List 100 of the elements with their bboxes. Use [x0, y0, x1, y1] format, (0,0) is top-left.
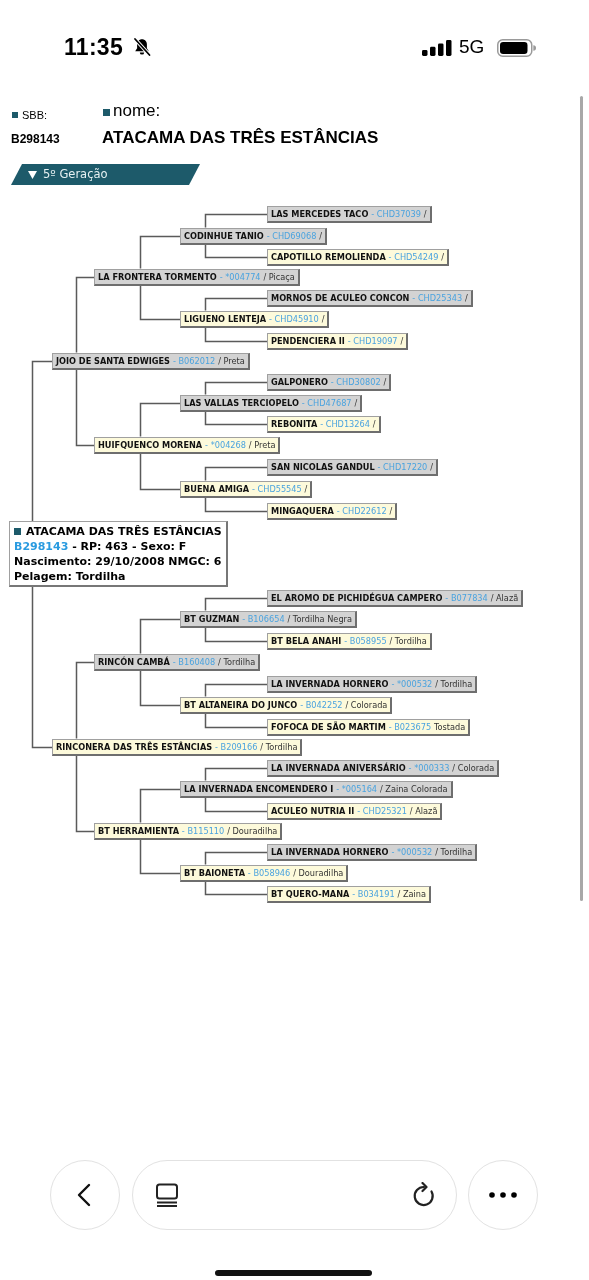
horse-info-card [9, 521, 228, 587]
coat-text: / Douradilha [293, 866, 344, 880]
coat-text: / [423, 207, 427, 221]
coat-text: / Alazã [490, 591, 519, 605]
ancestor-card [267, 802, 443, 820]
registration-link: - CHD13264 [320, 417, 370, 431]
horse-name: LAS MERCEDES TACO [271, 207, 369, 221]
registration-link: - CHD47687 [301, 396, 352, 410]
coat-text: Tostada [433, 720, 466, 734]
coat-text: / Tordilha Negra [287, 612, 352, 626]
connector-line [75, 276, 95, 354]
horse-name: BT BELA ANAHI [271, 634, 342, 648]
registration-number: B298143 [11, 131, 60, 147]
connector-line [75, 661, 95, 740]
horse-name: REBONITA [271, 417, 318, 431]
connector-line [31, 586, 53, 749]
coat-text: / Zaina Colorada [379, 782, 448, 796]
connector-line [75, 368, 95, 447]
ancestor-card [180, 310, 330, 328]
ancestor-card [52, 352, 250, 370]
registration-link: - CHD37039 [371, 207, 421, 221]
connector-line [204, 213, 268, 229]
connector-line [139, 838, 181, 875]
registration-link: - B115110 [181, 824, 225, 838]
connector-line [139, 788, 181, 824]
coat-text: / Tordilha [435, 677, 473, 691]
registration-link: - CHD17220 [377, 460, 428, 474]
ancestor-card [52, 738, 303, 756]
registration-link: - B062012 [172, 354, 216, 368]
ancestor-card [94, 822, 283, 840]
coat-text: / [441, 250, 444, 264]
registration-link: - *000333 [408, 761, 450, 775]
connector-line [75, 754, 95, 833]
connector-line [204, 683, 268, 698]
ancestor-card [267, 675, 478, 693]
ancestor-card [267, 248, 449, 266]
registration-link: B298143 [14, 539, 69, 554]
registration-link: - *004774 [219, 270, 261, 284]
coat-text: / [354, 396, 358, 410]
registration-link: - *000532 [391, 677, 433, 691]
horse-name: ACULEO NUTRIA II [271, 804, 355, 818]
horse-name: HUIFQUENCO MORENA [98, 438, 203, 452]
connector-line [139, 452, 181, 491]
field-label: SBB: [22, 108, 48, 122]
coat-text: / [464, 291, 468, 305]
coat-text: / [304, 482, 308, 496]
connector-line [204, 712, 268, 729]
horse-name: LAS VALLAS TERCIOPELO [184, 396, 299, 410]
horse-name: BT ALTANEIRA DO JUNCO [184, 698, 298, 712]
horse-name: PENDENCIERA II [271, 334, 345, 348]
connector-line [204, 767, 268, 782]
coat-text: / [400, 334, 404, 348]
ancestor-card [267, 589, 524, 607]
connector-line [204, 597, 268, 612]
coat-text: / Picaça [263, 270, 295, 284]
ancestor-card [180, 864, 349, 882]
registration-link: - B058946 [247, 866, 291, 880]
clock-time: 11:35 [64, 34, 124, 60]
connector-line [204, 466, 268, 482]
coat-text: / Tordilha [218, 655, 256, 669]
ancestor-card [267, 332, 409, 350]
registration-link: - CHD54249 [388, 250, 439, 264]
ancestor-card [94, 653, 261, 671]
horse-name: RINCONERA DAS TRÊS ESTÂNCIAS [56, 740, 213, 754]
ancestor-card [267, 205, 432, 223]
coat-text: / Colorada [452, 761, 495, 775]
ancestor-card [180, 480, 313, 498]
coat-text: / Zaina [397, 887, 426, 901]
coat-text: / Tordilha [435, 845, 473, 859]
registration-link: - B209166 [215, 740, 258, 754]
registration-link: - B058955 [344, 634, 387, 648]
network-label: 5G [459, 36, 485, 58]
horse-name: BT BAIONETA [184, 866, 245, 880]
ancestor-card [180, 610, 357, 628]
connector-line [139, 402, 181, 438]
registration-link: - B034191 [352, 887, 395, 901]
ancestor-card [267, 458, 438, 476]
ancestor-card [180, 227, 328, 245]
ancestor-card [267, 289, 473, 307]
connector-line [204, 381, 268, 396]
connector-line [204, 851, 268, 866]
registration-link: - CHD45910 [269, 312, 319, 326]
page-title: ATACAMA DAS TRÊS ESTÂNCIAS [102, 128, 379, 148]
connector-line [204, 297, 268, 312]
horse-name: LA INVERNADA HORNERO [271, 677, 389, 691]
horse-name: FOFOCA DE SÃO MARTIM [271, 720, 386, 734]
connector-line [204, 243, 268, 259]
coat-text: / [372, 417, 376, 431]
registration-link: - B042252 [300, 698, 343, 712]
coat-text: / Alazã [409, 804, 438, 818]
ancestor-card [267, 502, 398, 520]
horse-name: CODINHUE TANIO [184, 229, 264, 243]
registration-link: - B106654 [242, 612, 285, 626]
coat-text: / Colorada [345, 698, 388, 712]
coat-text: / Preta [248, 438, 276, 452]
connector-line [204, 496, 268, 513]
horse-name: BT QUERO-MANA [271, 887, 350, 901]
registration-link: - CHD25321 [357, 804, 407, 818]
connector-line [139, 284, 181, 321]
connector-line [139, 235, 181, 270]
